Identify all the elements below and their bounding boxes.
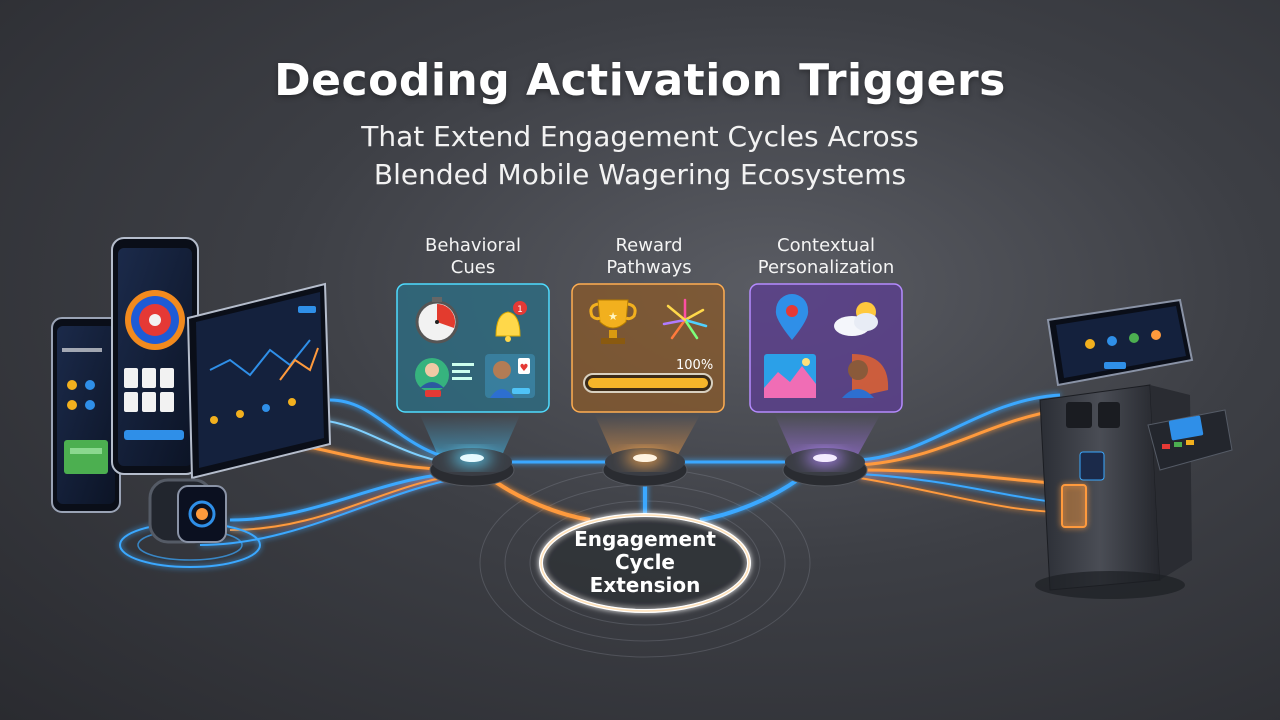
stopwatch-icon [415, 297, 459, 344]
panel-reward-pathways: ★ [571, 283, 725, 413]
smartphone-left[interactable] [51, 317, 121, 513]
svg-text:1: 1 [517, 305, 523, 315]
center-ring [539, 513, 751, 613]
label-contextual-personalization: Contextual Personalization [716, 235, 936, 279]
media-card-icon [764, 354, 816, 398]
page-subtitle: That Extend Engagement Cycles Across Ble… [0, 118, 1280, 194]
panel-contextual-personalization [749, 283, 903, 413]
engagement-cycle-label: Engagement Cycle Extension [545, 528, 745, 597]
center-line-3: Extension [589, 573, 701, 597]
hub-contextual [782, 448, 868, 487]
kiosk-screen[interactable] [1046, 298, 1194, 387]
hub-connections [488, 460, 802, 522]
weather-icon [834, 302, 878, 336]
label-line-1: Reward [615, 235, 683, 256]
location-pin-icon [775, 294, 809, 340]
smartphone-center[interactable] [111, 237, 199, 475]
fireworks-icon [662, 298, 708, 340]
label-line-1: Behavioral [425, 235, 521, 256]
label-line-1: Contextual [777, 235, 875, 256]
hub-behavioral [429, 448, 515, 487]
panel-behavioral-cues: 1 ♥ [396, 283, 550, 413]
svg-text:♥: ♥ [520, 363, 529, 374]
user-profile-icon [415, 358, 474, 397]
user-avatar-icon [842, 354, 889, 398]
roulette-wheel-icon [125, 290, 185, 350]
card-reader-terminal[interactable] [1147, 409, 1233, 471]
label-reward-pathways: Reward Pathways [539, 235, 759, 279]
page-title: Decoding Activation Triggers [274, 55, 1006, 106]
hub-reward [602, 448, 688, 487]
label-line-2: Pathways [606, 257, 692, 278]
beam-contextual [775, 415, 880, 460]
label-line-2: Cues [450, 257, 496, 278]
user-card-icon: ♥ [485, 354, 535, 398]
center-line-2: Cycle [615, 550, 675, 574]
subtitle-line-2: Blended Mobile Wagering Ecosystems [373, 158, 907, 191]
center-line-1: Engagement [574, 527, 716, 551]
beam-behavioral [420, 415, 520, 460]
trophy-icon: ★ [589, 299, 637, 344]
label-behavioral-cues: Behavioral Cues [363, 235, 583, 279]
beam-reward [595, 415, 700, 460]
smartwatch[interactable] [119, 478, 261, 568]
tablet[interactable] [186, 282, 332, 480]
svg-text:★: ★ [608, 310, 618, 323]
subtitle-line-1: That Extend Engagement Cycles Across [361, 120, 919, 153]
notification-bell-icon: 1 [495, 301, 527, 342]
progress-bar-icon [583, 373, 713, 393]
label-line-2: Personalization [757, 257, 895, 278]
betting-kiosk[interactable] [1035, 384, 1192, 599]
progress-percent: 100% [676, 358, 714, 373]
